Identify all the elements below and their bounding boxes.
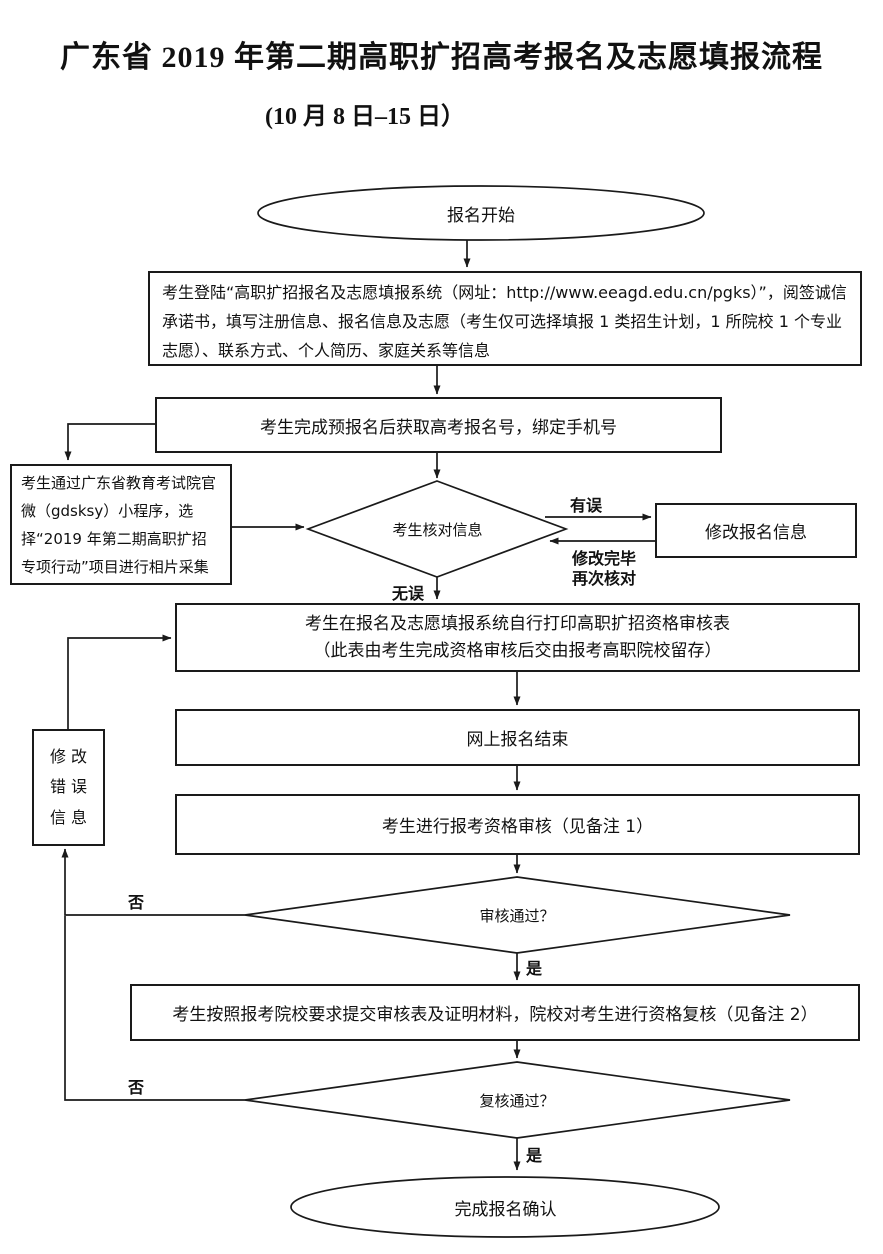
arrow-preregister-to-photo	[64, 423, 155, 461]
page-title: 广东省 2019 年第二期高职扩招高考报名及志愿填报流程	[60, 41, 823, 74]
finish-ellipse	[290, 1176, 720, 1238]
print-form-line2: （此表由考生完成资格审核后交由报考高职院校留存）	[313, 640, 722, 661]
recheck-diamond	[244, 1061, 791, 1139]
fix-error-box: 修 改 错 误 信 息	[32, 729, 105, 846]
page-subtitle: (10 月 8 日–15 日）	[265, 104, 465, 130]
online-end-box: 网上报名结束	[175, 709, 860, 766]
branch-label-modified-line2: 再次核对	[572, 569, 637, 588]
branch-label-no-error: 无误	[392, 584, 425, 603]
print-form-box: 考生在报名及志愿填报系统自行打印高职扩招资格审核表 （此表由考生完成资格审核后交…	[175, 603, 860, 672]
branch-label-has-error: 有误	[570, 496, 603, 515]
modify-registration-box: 修改报名信息	[655, 503, 857, 558]
branch-label-yes2: 是	[526, 1146, 543, 1165]
branch-label-no1: 否	[128, 893, 145, 912]
arrow-fix-to-print	[67, 634, 172, 729]
arrow-audit-no-to-fix	[61, 848, 245, 916]
branch-label-yes1: 是	[526, 959, 543, 978]
preregister-step-box: 考生完成预报名后获取高考报名号，绑定手机号	[155, 397, 722, 453]
fix-error-line3: 信 息	[49, 807, 88, 827]
submit-materials-box: 考生按照报考院校要求提交审核表及证明材料，院校对考生进行资格复核（见备注 2）	[130, 984, 860, 1041]
start-ellipse	[257, 185, 705, 241]
photo-collection-box: 考生通过广东省教育考试院官微（gdsksy）小程序，选择“2019 年第二期高职…	[10, 464, 232, 585]
login-step-box: 考生登陆“高职扩招报名及志愿填报系统（网址：http://www.eeagd.e…	[148, 271, 862, 366]
branch-label-no2: 否	[128, 1078, 145, 1097]
fix-error-line1: 修 改	[49, 746, 88, 766]
verify-diamond	[305, 480, 569, 578]
audit-diamond	[244, 876, 791, 954]
print-form-line1: 考生在报名及志愿填报系统自行打印高职扩招资格审核表	[305, 614, 730, 635]
arrow-recheck-no-to-fix	[64, 916, 245, 1101]
qualification-audit-box: 考生进行报考资格审核（见备注 1）	[175, 794, 860, 855]
branch-label-modified-line1: 修改完毕	[572, 549, 637, 568]
fix-error-line2: 错 误	[49, 777, 88, 797]
